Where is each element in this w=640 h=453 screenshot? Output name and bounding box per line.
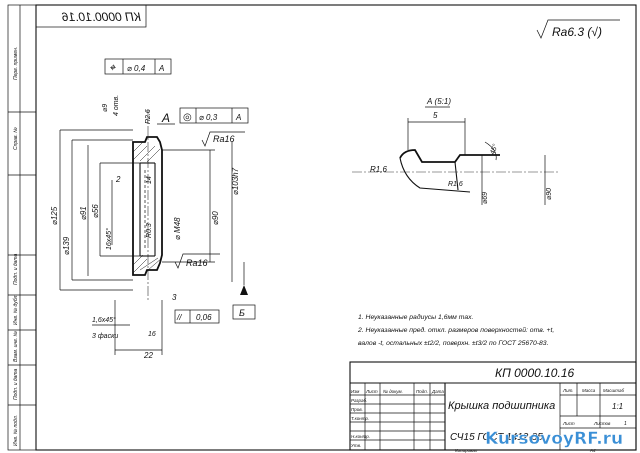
tb-lit: Лит. — [562, 388, 574, 393]
position-datum: А — [158, 64, 164, 73]
tb-row-4: Н.контр. — [351, 434, 370, 439]
tb-sheet: Лист — [562, 421, 575, 426]
tb-scale: 1:1 — [612, 402, 623, 411]
detail-r2: R1,6 — [448, 181, 463, 188]
flatness-value: 0,06 — [196, 313, 212, 322]
title-material: СЧ15 ГОСТ 1412-85 — [450, 432, 543, 443]
tb-copied: Копировал — [455, 448, 478, 453]
dimension-lines-left — [59, 129, 140, 291]
dim-d90: ⌀90 — [211, 211, 220, 225]
dim-w2: 2 — [115, 175, 121, 184]
dim-m48: ⌀ М48 — [173, 217, 182, 240]
tb-col-0: Изм — [351, 389, 359, 394]
dim-h31: R0.3 — [146, 223, 153, 238]
note-3: валов -t, остальных ±t2/2, поверхн. ±t3/… — [358, 340, 549, 347]
detail-callout-a: А — [161, 111, 170, 125]
detail-angle: 45° — [488, 143, 499, 156]
tb-sheets-count: 1 — [624, 421, 627, 427]
note-2: 2. Неуказанные пред. откл. размеров пове… — [357, 326, 554, 334]
detail-d69: ⌀69 — [482, 192, 489, 204]
roughness-ra16-b: Ra16 — [186, 258, 208, 268]
tb-sheets: Листов — [593, 421, 611, 426]
title-block: КП 0000.10.16 Крышка подшипника СЧ15 ГОС… — [349, 361, 637, 453]
roughness-general: Ra6.3 (√) — [552, 25, 602, 39]
tb-row-0: Разраб. — [351, 398, 367, 403]
position-value: ⌀ 0,4 — [127, 64, 146, 73]
tb-row-1: Пров. — [351, 407, 363, 412]
dim-ch45: 16x45° — [105, 228, 113, 250]
dim-w16: 16 — [148, 331, 156, 338]
flatness-tolerance-frame: // 0,06 — [174, 309, 220, 324]
tb-row-5: Утв. — [351, 443, 361, 448]
tb-col-4: Дата — [431, 389, 444, 394]
tb-row-2: Т.контр. — [351, 416, 369, 421]
runout-datum: А — [235, 113, 241, 122]
watermark: KursovoyRF.ru — [485, 429, 623, 449]
dim-holes: ⌀9 — [102, 104, 109, 112]
strip-label-3: Инв. № дубл. — [13, 294, 19, 325]
tb-masstab: Масштаб — [603, 388, 624, 393]
detail-dim5: 5 — [433, 111, 438, 120]
tb-mass: Масса — [582, 388, 596, 393]
dim-w14: 14 — [146, 176, 153, 184]
dim-d91: ⌀91 — [79, 206, 88, 220]
flatness-symbol: // — [176, 313, 182, 322]
title-code: КП 0000.10.16 — [495, 366, 574, 380]
detail-label: А (5:1) — [426, 97, 451, 106]
detail-d90: ⌀90 — [546, 188, 553, 200]
dim-holes-n: 4 отв. — [113, 95, 120, 116]
dim-d125: ⌀125 — [50, 206, 59, 225]
left-strip — [7, 4, 37, 451]
runout-tolerance-frame: ◎ ⌀ 0,3 А — [179, 107, 249, 124]
tb-col-2: № докум. — [383, 389, 403, 394]
position-symbol: ⌖ — [109, 62, 116, 74]
roughness-general-symbol — [536, 19, 620, 39]
strip-label-2: Подп. и дата — [13, 253, 19, 285]
tb-col-3: Подп. — [416, 389, 428, 394]
dim-w3: 3 — [172, 293, 177, 302]
strip-label-1: Справ. № — [13, 127, 19, 150]
dim-d103: ⌀103h7 — [231, 167, 240, 195]
strip-label-0: Перв. примен. — [13, 47, 19, 80]
tb-format: А4 — [589, 448, 596, 453]
dim-fasks: 3 фаски — [92, 333, 118, 340]
runout-symbol: ◎ — [183, 112, 192, 123]
roughness-ra16-a: Ra16 — [213, 134, 235, 144]
dim-w22: 22 — [143, 351, 153, 360]
dim-r26: R2.6 — [145, 109, 152, 124]
tb-col-1: Лист — [365, 389, 378, 394]
note-1: 1. Неуказанные радиусы 1,6мм max. — [358, 313, 474, 321]
dim-d56: ⌀56 — [91, 204, 100, 218]
dim-d139: ⌀139 — [62, 236, 71, 255]
detail-r1: R1,6 — [370, 165, 387, 174]
datum-b: Б — [239, 308, 245, 318]
position-tolerance-frame: ⌖ ⌀ 0,4 А — [104, 58, 172, 75]
runout-value: ⌀ 0,3 — [199, 113, 218, 122]
drawing-code-mirrored: КП 0000.10.16 — [62, 10, 141, 24]
part-section — [132, 110, 163, 300]
detail-a: А (5:1) 5 R1,6 R1,6 45° ⌀69 ⌀90 — [352, 97, 560, 205]
strip-label-6: Инв. № подл. — [13, 415, 19, 446]
title-name: Крышка подшипника — [448, 400, 555, 412]
strip-label-4: Взам. инв. № — [13, 330, 19, 362]
strip-label-5: Подп. и дата — [13, 368, 19, 400]
dim-ch45b: 1,6x45° — [92, 316, 116, 324]
